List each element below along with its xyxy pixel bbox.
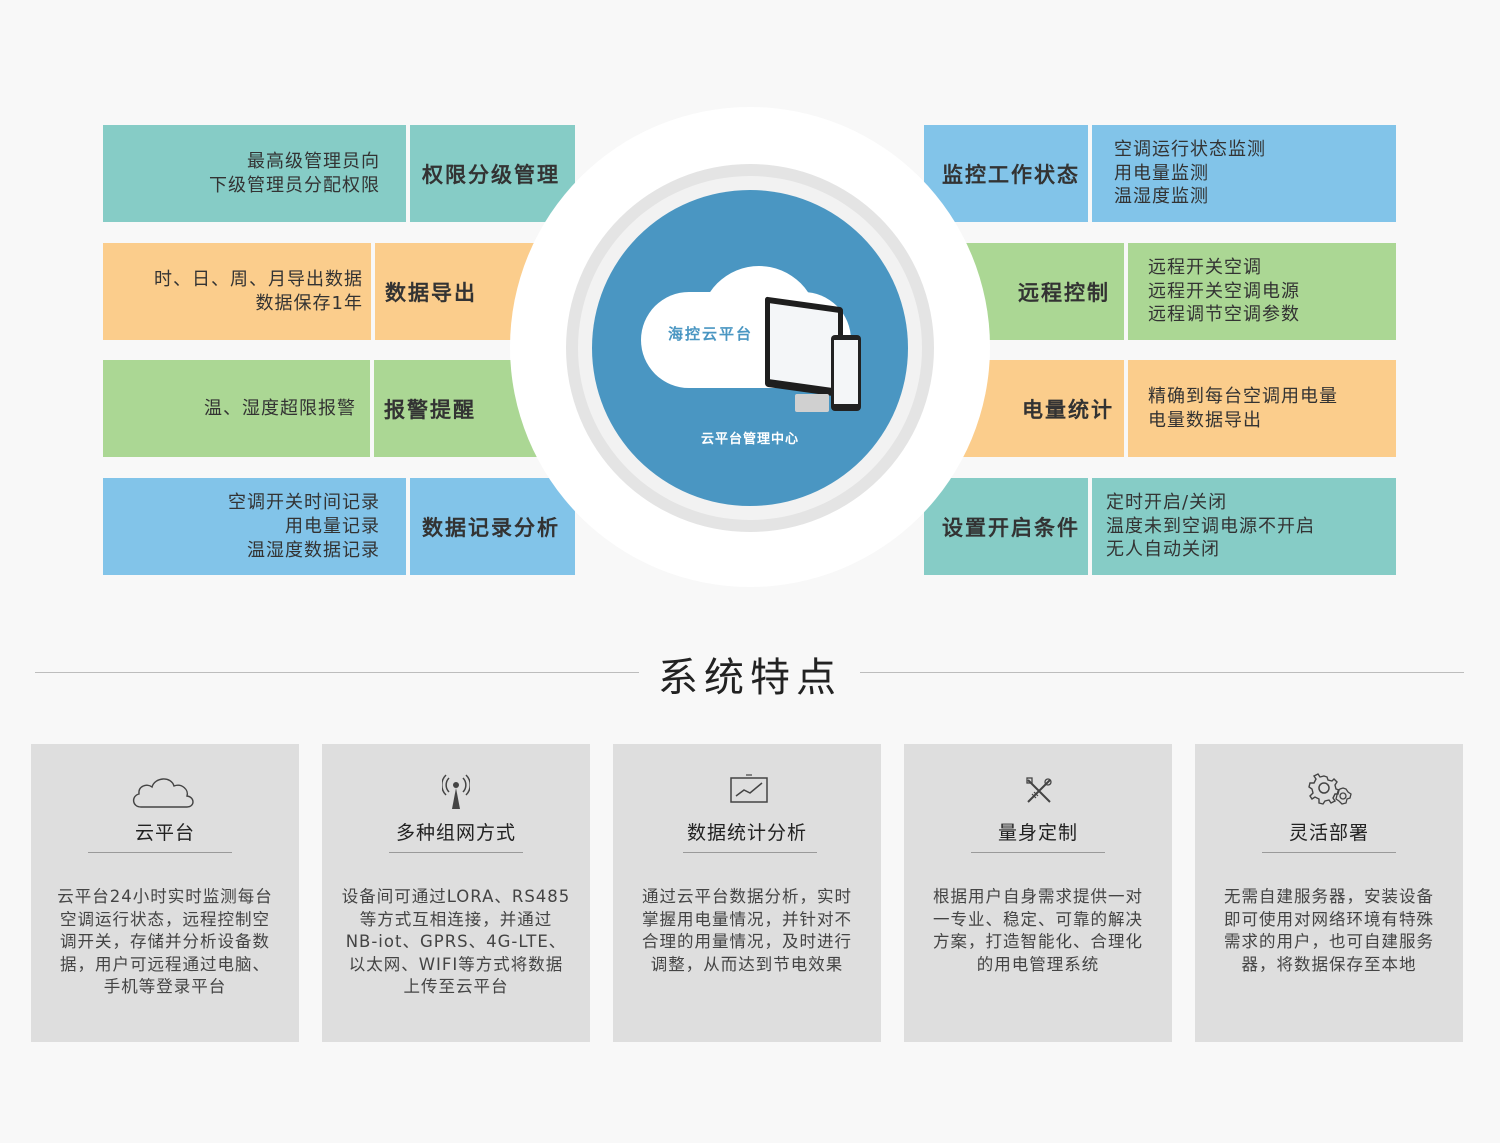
right-row-title: 设置开启条件	[924, 478, 1088, 575]
monitor-stand	[795, 394, 829, 412]
left-row-title: 权限分级管理	[410, 125, 575, 222]
right-row-desc: 空调运行状态监测 用电量监测 温湿度监测	[1092, 125, 1396, 222]
left-row-desc: 时、日、周、月导出数据 数据保存1年	[103, 243, 371, 340]
feature-card: 云平台 云平台24小时实时监测每台 空调运行状态，远程控制空 调开关，存储并分析…	[31, 744, 299, 1042]
feature-title: 量身定制	[997, 822, 1078, 844]
feature-card: 多种组网方式 设备间可通过LORA、RS485 等方式互相连接，并通过 NB-i…	[322, 744, 590, 1042]
feature-card: 数据统计分析 通过云平台数据分析，实时 掌握用电量情况，并针对不 合理的用量情况…	[613, 744, 881, 1042]
feature-title: 数据统计分析	[686, 822, 807, 844]
cloud-label: 海控云平台	[668, 325, 754, 343]
feature-rule	[1262, 852, 1396, 853]
chart-icon	[729, 774, 769, 806]
left-row-title: 数据记录分析	[410, 478, 575, 575]
phone-icon	[831, 335, 861, 411]
feature-text: 根据用户自身需求提供一对 一专业、稳定、可靠的解决 方案，打造智能化、合理化 的…	[933, 887, 1143, 974]
monitor-screen	[770, 303, 838, 389]
feature-title: 多种组网方式	[395, 822, 516, 844]
feature-card: 量身定制 根据用户自身需求提供一对 一专业、稳定、可靠的解决 方案，打造智能化、…	[904, 744, 1172, 1042]
right-row-desc: 定时开启/关闭 温度未到空调电源不开启 无人自动关闭	[1092, 478, 1396, 575]
left-row-desc: 温、湿度超限报警	[103, 360, 370, 457]
feature-text: 设备间可通过LORA、RS485 等方式互相连接，并通过 NB-iot、GPRS…	[341, 887, 571, 997]
feature-rule	[971, 852, 1105, 853]
feature-text: 云平台24小时实时监测每台 空调运行状态，远程控制空 调开关，存储并分析设备数 …	[57, 887, 273, 997]
right-row-desc: 精确到每台空调用电量 电量数据导出	[1128, 360, 1396, 457]
feature-title: 灵活部署	[1288, 822, 1369, 844]
feature-text: 无需自建服务器，安装设备 即可使用对网络环境有特殊 需求的用户，也可自建服务 器…	[1224, 887, 1434, 974]
gears-icon	[1307, 772, 1353, 808]
feature-rule	[389, 852, 523, 853]
tools-icon	[1024, 776, 1054, 806]
right-row-title: 监控工作状态	[924, 125, 1088, 222]
feature-text: 通过云平台数据分析，实时 掌握用电量情况，并针对不 合理的用量情况，及时进行 调…	[642, 887, 852, 974]
left-row-desc: 空调开关时间记录 用电量记录 温湿度数据记录	[103, 478, 406, 575]
feature-rule	[683, 852, 817, 853]
cloud-icon	[129, 774, 199, 810]
left-row-desc: 最高级管理员向 下级管理员分配权限	[103, 125, 406, 222]
phone-screen	[834, 340, 858, 404]
center-caption: 云平台管理中心	[700, 432, 799, 447]
feature-title: 云平台	[134, 822, 195, 844]
section-title: 系统特点	[658, 655, 842, 701]
section-divider-left	[35, 672, 639, 673]
section-divider-right	[860, 672, 1464, 673]
feature-rule	[88, 852, 232, 853]
right-row-desc: 远程开关空调 远程开关空调电源 远程调节空调参数	[1128, 243, 1396, 340]
feature-card: 灵活部署 无需自建服务器，安装设备 即可使用对网络环境有特殊 需求的用户，也可自…	[1195, 744, 1463, 1042]
antenna-icon	[441, 772, 471, 812]
